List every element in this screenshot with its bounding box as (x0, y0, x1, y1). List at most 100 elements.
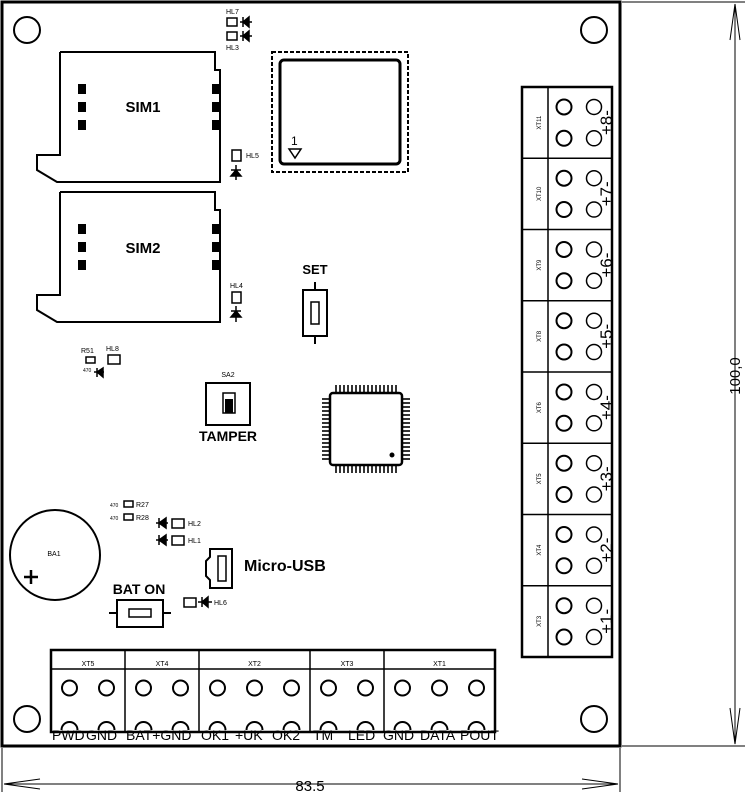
right-terminal-screw[interactable] (555, 557, 573, 575)
bottom-terminal-wire-entry (467, 721, 486, 731)
bottom-terminal-screw[interactable] (61, 679, 78, 697)
bottom-terminal-wire-entry (430, 721, 449, 731)
right-terminal-label: +2- (597, 538, 616, 563)
bottom-terminal-wire-entry (356, 721, 375, 731)
right-terminal-screw[interactable] (555, 201, 573, 219)
sim2-holder (36, 191, 221, 323)
label-ok1: OK1 (201, 727, 229, 743)
right-terminal-ref: XT5 (537, 473, 543, 485)
bottom-terminal-screw[interactable] (98, 679, 115, 697)
resistor-r28-value: 470 (110, 516, 119, 522)
label-bat-gnd: BAT+GND (126, 727, 191, 743)
bottom-terminal-wire-entry (282, 721, 301, 731)
resistor-r51-value: 470 (83, 368, 92, 374)
bottom-terminal-screw[interactable] (431, 679, 448, 697)
right-terminal-wire-entry (585, 312, 603, 329)
bottom-terminal-screw[interactable] (209, 679, 226, 697)
right-terminal-label: +3- (597, 466, 616, 491)
bottom-terminal-wire-entry (97, 721, 116, 731)
led-hl2-label: HL2 (188, 521, 201, 528)
tamper-switch[interactable] (205, 382, 251, 426)
right-terminal-screw[interactable] (555, 169, 573, 187)
bottom-terminal-ref: XT1 (433, 661, 446, 668)
dimension-width (1, 748, 621, 792)
led-hl8-label: HL8 (106, 346, 119, 353)
label-data: DATA (420, 727, 456, 743)
mounting-hole-bottom-left (13, 705, 41, 733)
led-hl2 (156, 516, 185, 530)
right-terminal-screw[interactable] (555, 98, 573, 116)
label-tm: TM (313, 727, 333, 743)
right-terminal-screw[interactable] (555, 525, 573, 543)
right-terminal-ref: XT10 (537, 186, 543, 201)
right-terminal-wire-entry (585, 526, 603, 543)
bottom-terminal-screw[interactable] (283, 679, 300, 697)
right-terminal-screw[interactable] (555, 486, 573, 504)
right-terminal-label: +1- (597, 609, 616, 634)
label-pout: POUT (460, 727, 499, 743)
bottom-terminal-screw[interactable] (135, 679, 152, 697)
bottom-terminal-wire-entry (319, 721, 338, 731)
led-hl1 (156, 533, 185, 547)
right-terminal-wire-entry (585, 383, 603, 401)
tamper-label: TAMPER (199, 428, 257, 444)
bottom-terminal-screw[interactable] (394, 679, 411, 697)
resistor-r27-value: 470 (110, 503, 119, 509)
gsm-module (271, 51, 409, 173)
right-terminal-wire-entry (585, 343, 603, 361)
bottom-terminal-wire-entry (171, 721, 190, 731)
bottom-terminal-screw[interactable] (246, 679, 263, 697)
right-terminal-screw[interactable] (555, 240, 573, 258)
led-hl7-label: HL7 (226, 9, 239, 16)
dimension-width-label: 83.5 (295, 778, 324, 793)
dimension-height-label: 100,0 (727, 357, 744, 395)
right-terminal-screw[interactable] (555, 383, 573, 401)
bottom-terminal-wire-entry (60, 721, 79, 731)
resistor-r27 (123, 500, 134, 508)
battery-holder (9, 509, 101, 601)
right-terminal-ref: XT6 (537, 401, 543, 413)
right-terminal-ref: XT9 (537, 259, 543, 271)
bat-on-button[interactable] (109, 599, 171, 628)
led-hl8 (94, 354, 121, 379)
right-terminal-screw[interactable] (555, 454, 573, 472)
bat-on-label: BAT ON (113, 581, 166, 597)
led-hl5-label: HL5 (246, 153, 259, 160)
right-terminal-screw[interactable] (555, 312, 573, 330)
micro-usb-connector[interactable] (205, 548, 233, 589)
right-terminal-screw[interactable] (555, 628, 573, 646)
resistor-r51 (85, 356, 96, 364)
bottom-terminal-screw[interactable] (357, 679, 374, 697)
right-terminal-label: +6- (597, 253, 616, 278)
led-hl6 (183, 595, 212, 609)
dimension-height (622, 1, 745, 747)
mcu-chip (322, 385, 410, 473)
bottom-terminal-screw[interactable] (172, 679, 189, 697)
right-terminal-ref: XT3 (537, 615, 543, 627)
bottom-terminal-wire-entry (134, 721, 153, 731)
mounting-hole-top-left (13, 16, 41, 44)
mounting-hole-bottom-right (580, 705, 608, 733)
bottom-terminal-screw[interactable] (320, 679, 337, 697)
label-gnd-1: GND (86, 727, 117, 743)
bottom-terminal-housing (49, 648, 497, 734)
label-uk: +UK (235, 727, 263, 743)
right-terminal-screw[interactable] (555, 272, 573, 290)
set-button[interactable] (302, 282, 328, 344)
mounting-hole-top-right (580, 16, 608, 44)
led-hl4 (229, 291, 243, 322)
right-terminal-screw[interactable] (555, 597, 573, 615)
right-terminal-screw[interactable] (555, 129, 573, 147)
resistor-r27-label: R27 (136, 502, 149, 509)
gsm-module-pin1: 1 (291, 134, 298, 148)
bottom-terminal-ref: XT4 (156, 661, 169, 668)
right-terminal-screw[interactable] (555, 343, 573, 361)
right-terminal-wire-entry (585, 486, 603, 503)
right-terminal-ref: XT11 (537, 115, 543, 130)
bottom-terminal-screw[interactable] (468, 679, 485, 697)
right-terminal-screw[interactable] (555, 414, 573, 432)
right-terminal-block: XT11+8-XT10+7-XT9+6-XT8+5-XT6+4-XT5+3-XT… (520, 85, 616, 659)
set-button-label: SET (302, 262, 327, 277)
battery-ref: BA1 (47, 551, 60, 558)
